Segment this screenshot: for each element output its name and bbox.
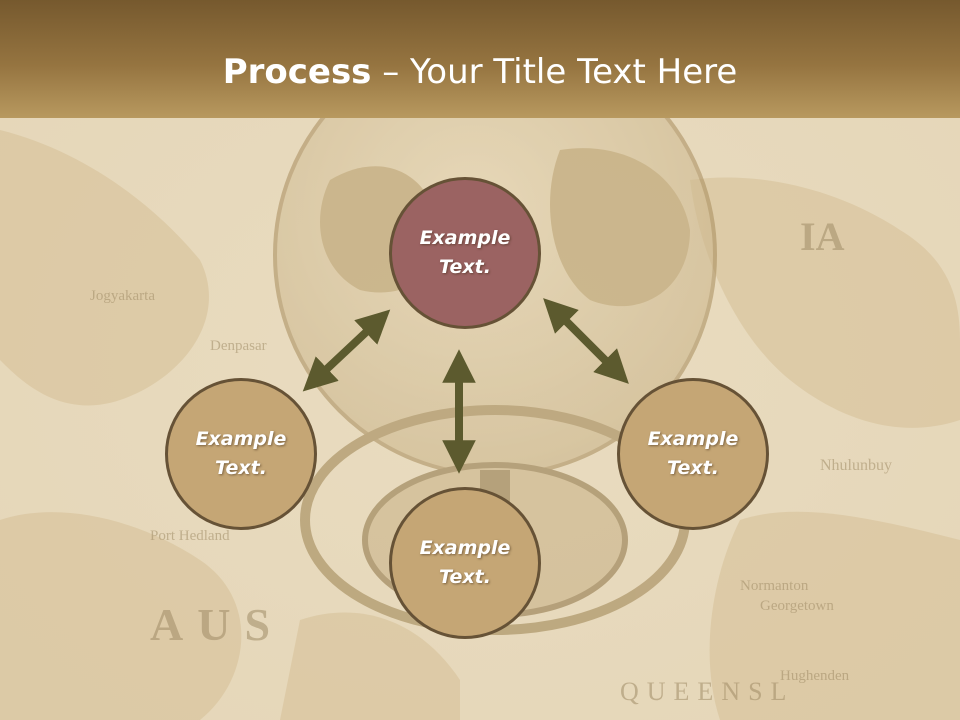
svg-text:Normanton: Normanton — [740, 578, 809, 594]
svg-text:QUEENSL: QUEENSL — [620, 677, 794, 706]
svg-text:Port Hedland: Port Hedland — [150, 528, 230, 544]
svg-text:Jogyakarta: Jogyakarta — [90, 288, 155, 304]
svg-text:Hughenden: Hughenden — [780, 668, 850, 684]
svg-text:IA: IA — [800, 214, 845, 259]
node-bottom-line1: Example — [419, 537, 511, 559]
node-bottom-line2: Text. — [439, 566, 491, 588]
svg-text:Nhulunbuy: Nhulunbuy — [820, 457, 892, 474]
svg-text:AUS: AUS — [150, 599, 284, 650]
arrow-top-right — [543, 298, 629, 384]
node-left-line2: Text. — [215, 457, 267, 479]
arrow-top-left — [302, 309, 391, 392]
title-bold: Process — [222, 52, 372, 92]
slide-title: Process – Your Title Text Here — [0, 52, 960, 92]
svg-text:Denpasar: Denpasar — [210, 338, 267, 354]
title-band — [0, 0, 960, 118]
title-rest: – Your Title Text Here — [371, 52, 738, 92]
node-right-line1: Example — [647, 428, 739, 450]
svg-text:Georgetown: Georgetown — [760, 598, 834, 614]
node-right-line2: Text. — [667, 457, 719, 479]
node-top-line2: Text. — [439, 256, 491, 278]
node-top-line1: Example — [419, 227, 511, 249]
node-left-line1: Example — [195, 428, 287, 450]
